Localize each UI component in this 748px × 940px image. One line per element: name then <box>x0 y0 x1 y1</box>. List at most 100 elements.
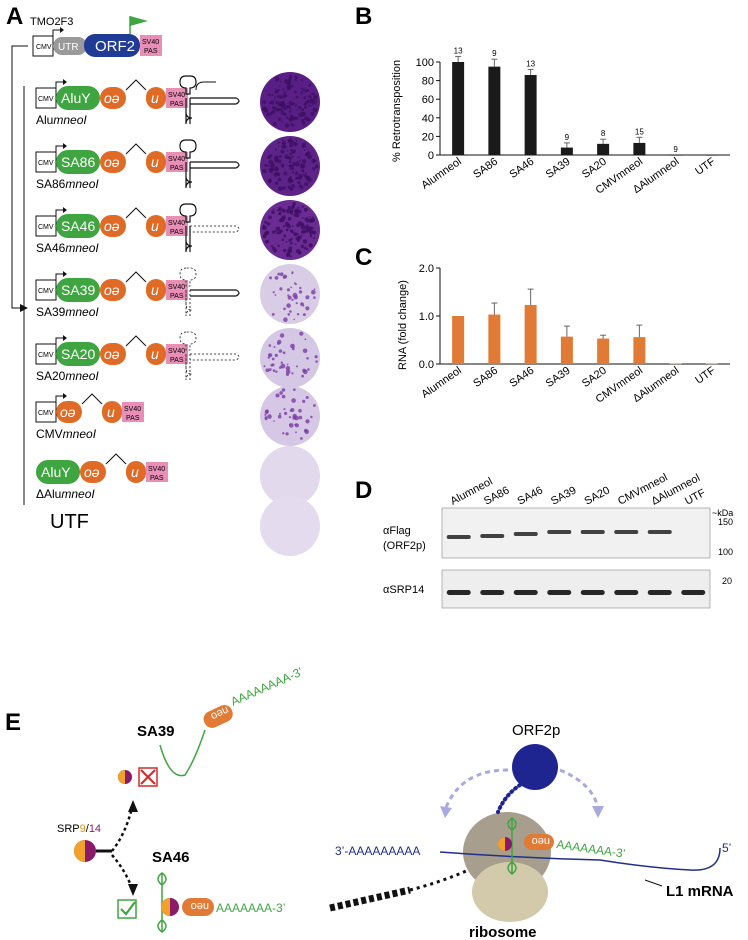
extra-stem <box>195 81 216 91</box>
srp14-band <box>614 590 639 595</box>
y-tick-label: 20 <box>422 131 434 143</box>
colony-dot <box>277 172 281 177</box>
colony-dot <box>295 162 300 167</box>
orf2p-band <box>580 530 605 534</box>
cmv-label: CMV <box>38 288 54 295</box>
promoter-arrow <box>55 81 63 88</box>
colony-dot <box>269 276 273 280</box>
colony-dot <box>306 89 309 92</box>
colony-dot <box>313 404 316 407</box>
y-tick-label: 0 <box>428 150 434 162</box>
pas-box <box>166 280 188 300</box>
colony-dot <box>304 172 307 175</box>
panel-letter-d: D <box>355 477 372 504</box>
colony-dot <box>284 154 289 159</box>
colony-dot <box>281 120 284 123</box>
colony-dot <box>277 342 280 345</box>
polya-sa39: AAAAAAAA-3’ <box>229 664 305 708</box>
bar <box>669 363 682 365</box>
cmv-label: CMV <box>38 352 54 359</box>
colony-dot <box>262 233 266 237</box>
colony-dot <box>297 156 300 159</box>
colony-dot <box>289 152 293 156</box>
colony-dot <box>313 296 316 299</box>
colony-dot <box>278 117 282 122</box>
colony-dot <box>264 417 268 421</box>
colony-dot <box>300 437 303 440</box>
colony-dot <box>295 95 299 99</box>
colony-dot <box>284 91 287 94</box>
colony-dot <box>298 184 302 188</box>
bar <box>669 155 682 156</box>
y-tick-label: 2.0 <box>419 263 434 275</box>
colony-dot <box>313 288 316 291</box>
colony-dot <box>272 121 277 126</box>
colony-dot <box>274 181 279 185</box>
colony-dot <box>313 94 318 100</box>
orf2p-band <box>446 535 471 539</box>
colony-dot <box>299 331 304 336</box>
blot1-label-2: (ORF2p) <box>383 540 426 552</box>
colony-dot <box>277 207 283 212</box>
colony-dot <box>312 216 314 219</box>
l1-mrna <box>439 847 721 871</box>
colony-dot <box>268 344 272 347</box>
colony-dot <box>300 244 305 249</box>
colony-dot <box>301 169 305 173</box>
x-tick-label: SA20 <box>580 365 609 390</box>
colony-dot <box>293 208 299 214</box>
row-label-prefix: CMV <box>36 427 63 441</box>
srp-bound-half <box>161 898 170 916</box>
colony-dot <box>279 287 283 291</box>
orf2p-arrow-left-head <box>440 806 452 818</box>
srp14-band <box>480 590 505 595</box>
colony-dot <box>293 295 298 300</box>
pas-label-1: SV40 <box>142 39 159 46</box>
cmv-label: CMV <box>38 160 54 167</box>
n-label: 13 <box>526 59 535 68</box>
neo-right-box <box>146 343 166 365</box>
colony-dot <box>279 272 284 277</box>
n-label: 9 <box>673 145 678 154</box>
colony-dot <box>265 368 270 373</box>
ribosome-small-subunit <box>472 862 548 922</box>
neo-right-box <box>126 461 146 483</box>
y-tick-label: 60 <box>422 94 434 106</box>
n-label: 13 <box>454 46 463 55</box>
bar <box>597 338 610 364</box>
colony-dot <box>279 85 281 87</box>
neo-right-text: u <box>151 90 159 106</box>
intron-line <box>125 79 147 91</box>
colony-dot <box>284 123 290 128</box>
colony-dot <box>279 333 285 338</box>
utr-box <box>53 37 87 55</box>
colony-dot <box>311 289 316 295</box>
colony-dot <box>297 181 301 185</box>
colony-dot <box>277 272 281 276</box>
colony-dot <box>283 317 288 323</box>
panel-letter-e: E <box>5 709 21 736</box>
colony-dot <box>283 95 286 98</box>
colony-dot <box>294 90 297 94</box>
colony-dot <box>288 160 292 164</box>
pas-label-1: SV40 <box>168 92 185 99</box>
colony-dot <box>301 143 306 148</box>
neo-right-text: u <box>107 404 115 420</box>
bar <box>488 66 501 155</box>
n-label: 9 <box>492 49 497 58</box>
colony-dot <box>286 208 291 214</box>
intron-line <box>81 393 103 405</box>
colony-dot <box>294 415 299 421</box>
srp-heterodimer-9 <box>74 840 85 862</box>
neo-right-box <box>102 401 122 423</box>
colony-dot <box>272 106 277 110</box>
orf2p-arrow-right-head <box>592 806 604 818</box>
colony-dot <box>282 432 285 435</box>
colony-dot <box>273 346 276 348</box>
colony-dot <box>262 100 267 105</box>
utf-label: UTF <box>50 511 89 533</box>
left-arm-top <box>179 139 197 159</box>
row-label-prefix: SA86 <box>36 177 66 191</box>
